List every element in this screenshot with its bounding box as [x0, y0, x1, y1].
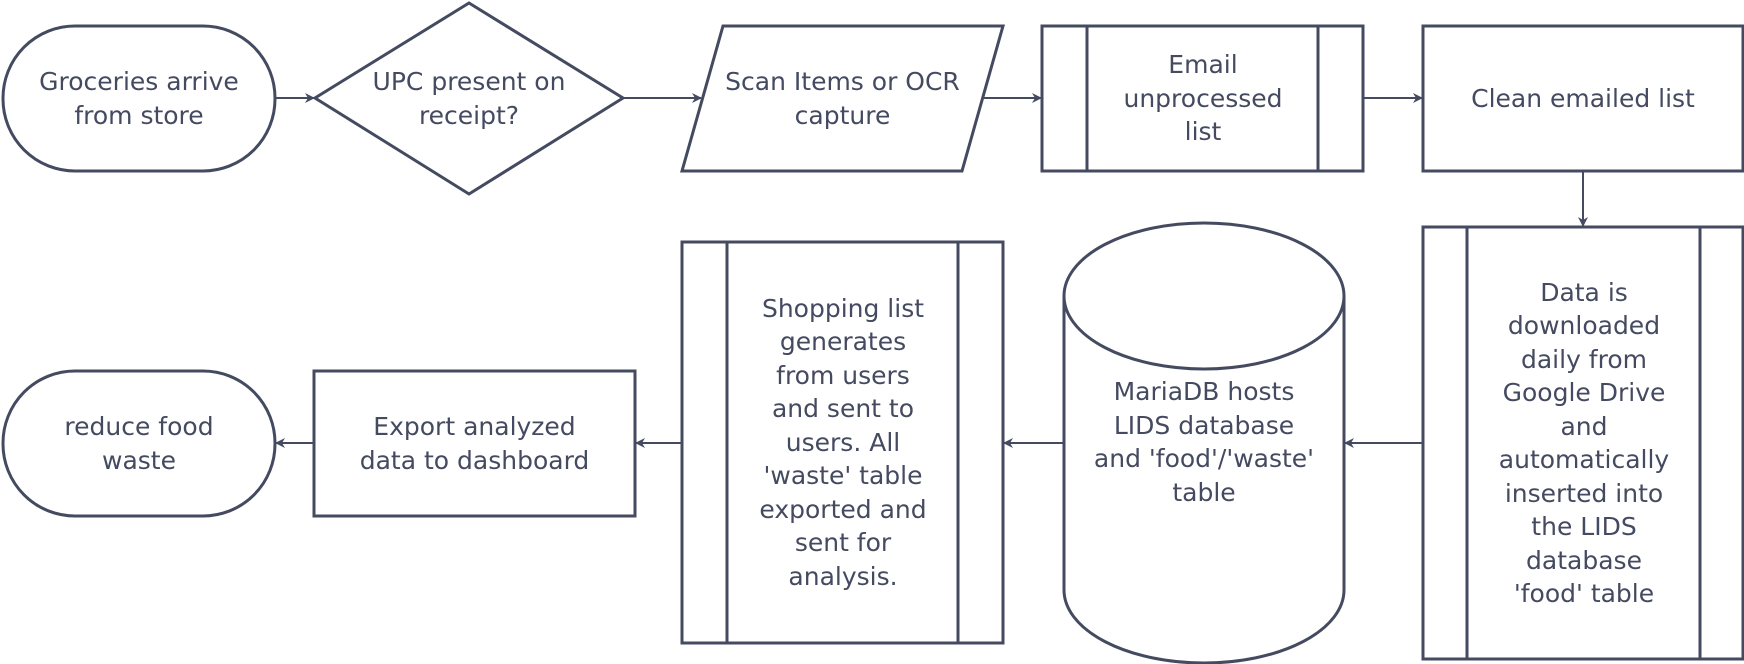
node-shopping-label: Shopping list generates from users and s…	[759, 293, 927, 591]
node-scan-shape	[680, 24, 1005, 173]
node-clean-label: Clean emailed list	[1471, 83, 1695, 113]
node-upc-decision-label: UPC present on receipt?	[372, 67, 566, 130]
node-groceries-label: Groceries arrive from store	[39, 67, 239, 130]
node-export-label: Export analyzed data to dashboard	[359, 412, 590, 475]
node-shopping-shape	[680, 240, 1005, 645]
node-upc-decision-shape	[312, 1, 626, 196]
node-reduce-label: reduce food waste	[64, 412, 214, 475]
node-mariadb-label: MariaDB hosts LIDS database and 'food'/'…	[1093, 377, 1315, 507]
node-download-label: Data is downloaded daily from Google Dri…	[1498, 277, 1670, 609]
node-mariadb-shape	[1062, 221, 1346, 664]
node-export-shape	[312, 369, 637, 518]
node-scan-label: Scan Items or OCR capture	[725, 67, 960, 130]
node-email-label: Email unprocessed list	[1123, 50, 1283, 147]
node-download-shape	[1421, 225, 1744, 661]
node-clean-shape	[1421, 24, 1744, 173]
